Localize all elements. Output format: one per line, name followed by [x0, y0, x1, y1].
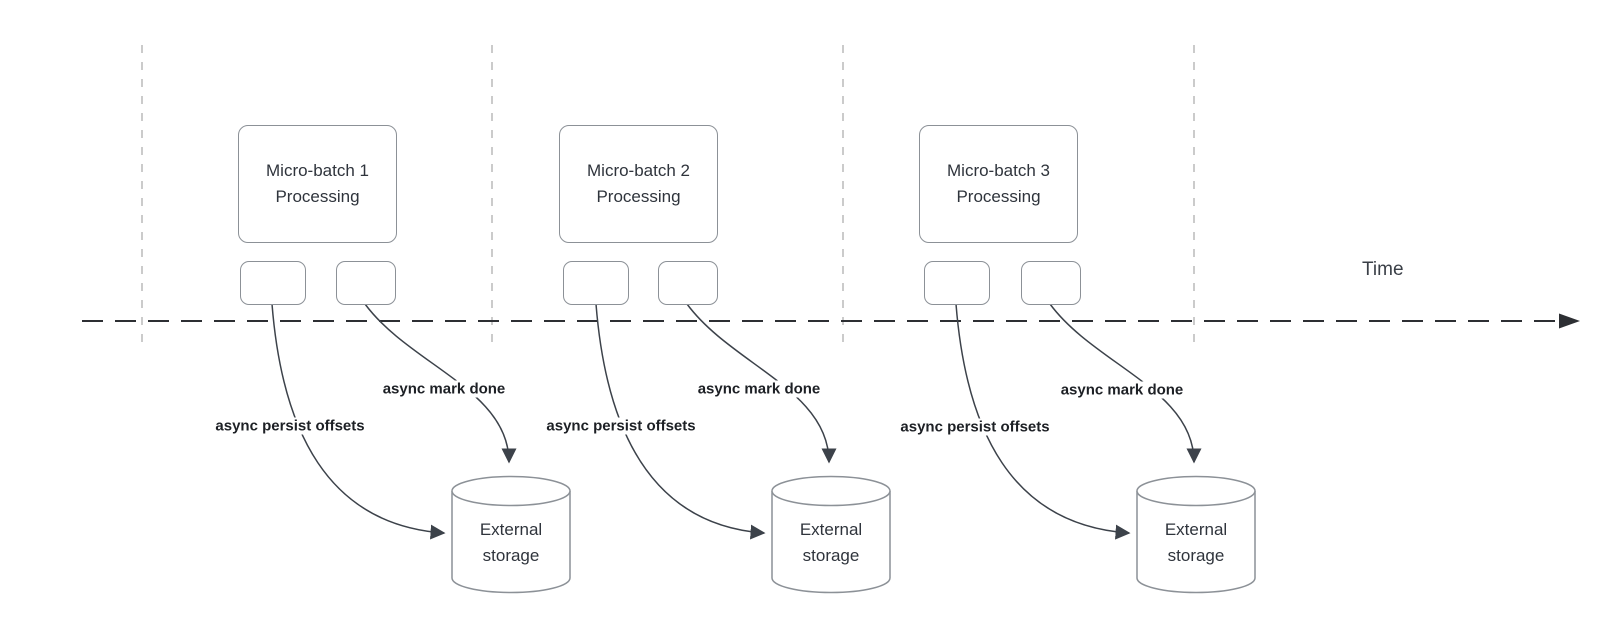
persist-offsets-arrow-2 — [595, 303, 766, 540]
persist-offsets-arrow-3 — [955, 303, 1131, 540]
time-axis-label: Time — [1362, 259, 1404, 280]
micro-batch-2-title: Micro-batch 2 Processing — [587, 161, 690, 206]
micro-batch-2-task-box-right — [658, 261, 718, 305]
micro-batch-1-title: Micro-batch 1 Processing — [266, 161, 369, 206]
persist-offsets-label-3: async persist offsets — [896, 418, 1054, 436]
external-storage-cylinder-3 — [1136, 475, 1256, 594]
micro-batch-3-title: Micro-batch 3 Processing — [947, 161, 1050, 206]
persist-offsets-arrow-1 — [271, 303, 446, 540]
mark-done-label-2: async mark done — [693, 380, 825, 398]
persist-offsets-label-1: async persist offsets — [211, 417, 369, 435]
external-storage-label-2: External storage — [799, 520, 863, 565]
micro-batch-2-processing-box: Micro-batch 2 Processing — [559, 125, 718, 243]
time-axis-arrowhead-icon — [1559, 313, 1580, 329]
micro-batch-1-processing-box: Micro-batch 1 Processing — [238, 125, 397, 243]
external-storage-label-1: External storage — [479, 520, 543, 565]
micro-batch-3-task-box-right — [1021, 261, 1081, 305]
external-storage-label-3: External storage — [1164, 520, 1228, 565]
micro-batch-1-task-box-right — [336, 261, 396, 305]
external-storage-cylinder-2 — [771, 475, 891, 594]
micro-batch-3-task-box-left — [924, 261, 990, 305]
mark-done-arrow-1 — [364, 303, 517, 464]
persist-offsets-label-2: async persist offsets — [542, 417, 700, 435]
mark-done-label-1: async mark done — [378, 380, 510, 398]
micro-batch-2-task-box-left — [563, 261, 629, 305]
external-storage-cylinder-1 — [451, 475, 571, 594]
mark-done-arrow-3 — [1049, 303, 1202, 464]
micro-batch-1-task-box-left — [240, 261, 306, 305]
mark-done-arrow-2 — [686, 303, 837, 464]
mark-done-label-3: async mark done — [1056, 381, 1188, 399]
micro-batch-3-processing-box: Micro-batch 3 Processing — [919, 125, 1078, 243]
